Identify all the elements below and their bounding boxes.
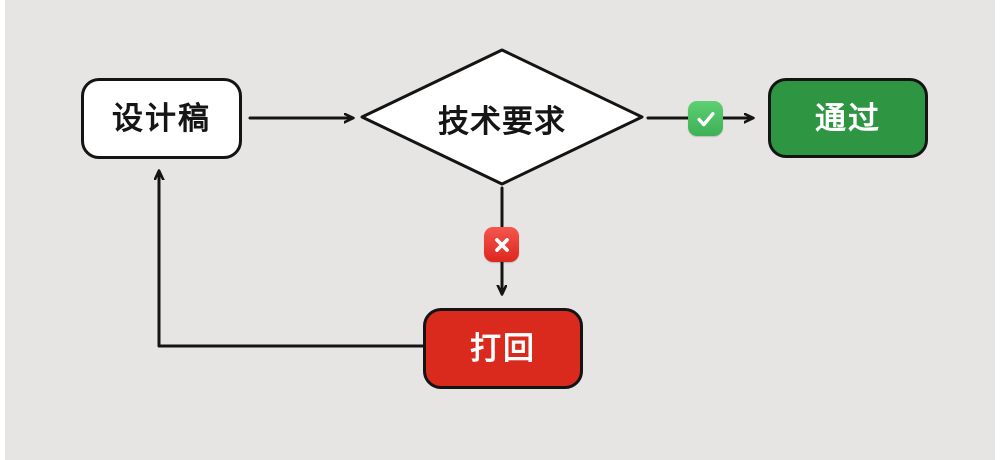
node-tech-requirements-label: 技术要求 — [438, 103, 566, 139]
node-design-draft-label: 设计稿 — [112, 101, 211, 136]
node-design-draft: 设计稿 — [81, 78, 242, 159]
cross-mark-icon — [484, 227, 519, 262]
node-tech-requirements: 技术要求 — [392, 99, 612, 139]
node-pass-label: 通过 — [815, 100, 881, 136]
node-reject-label: 打回 — [470, 331, 536, 366]
node-reject: 打回 — [423, 308, 583, 389]
check-mark-icon — [688, 101, 723, 136]
node-pass: 通过 — [768, 78, 928, 158]
